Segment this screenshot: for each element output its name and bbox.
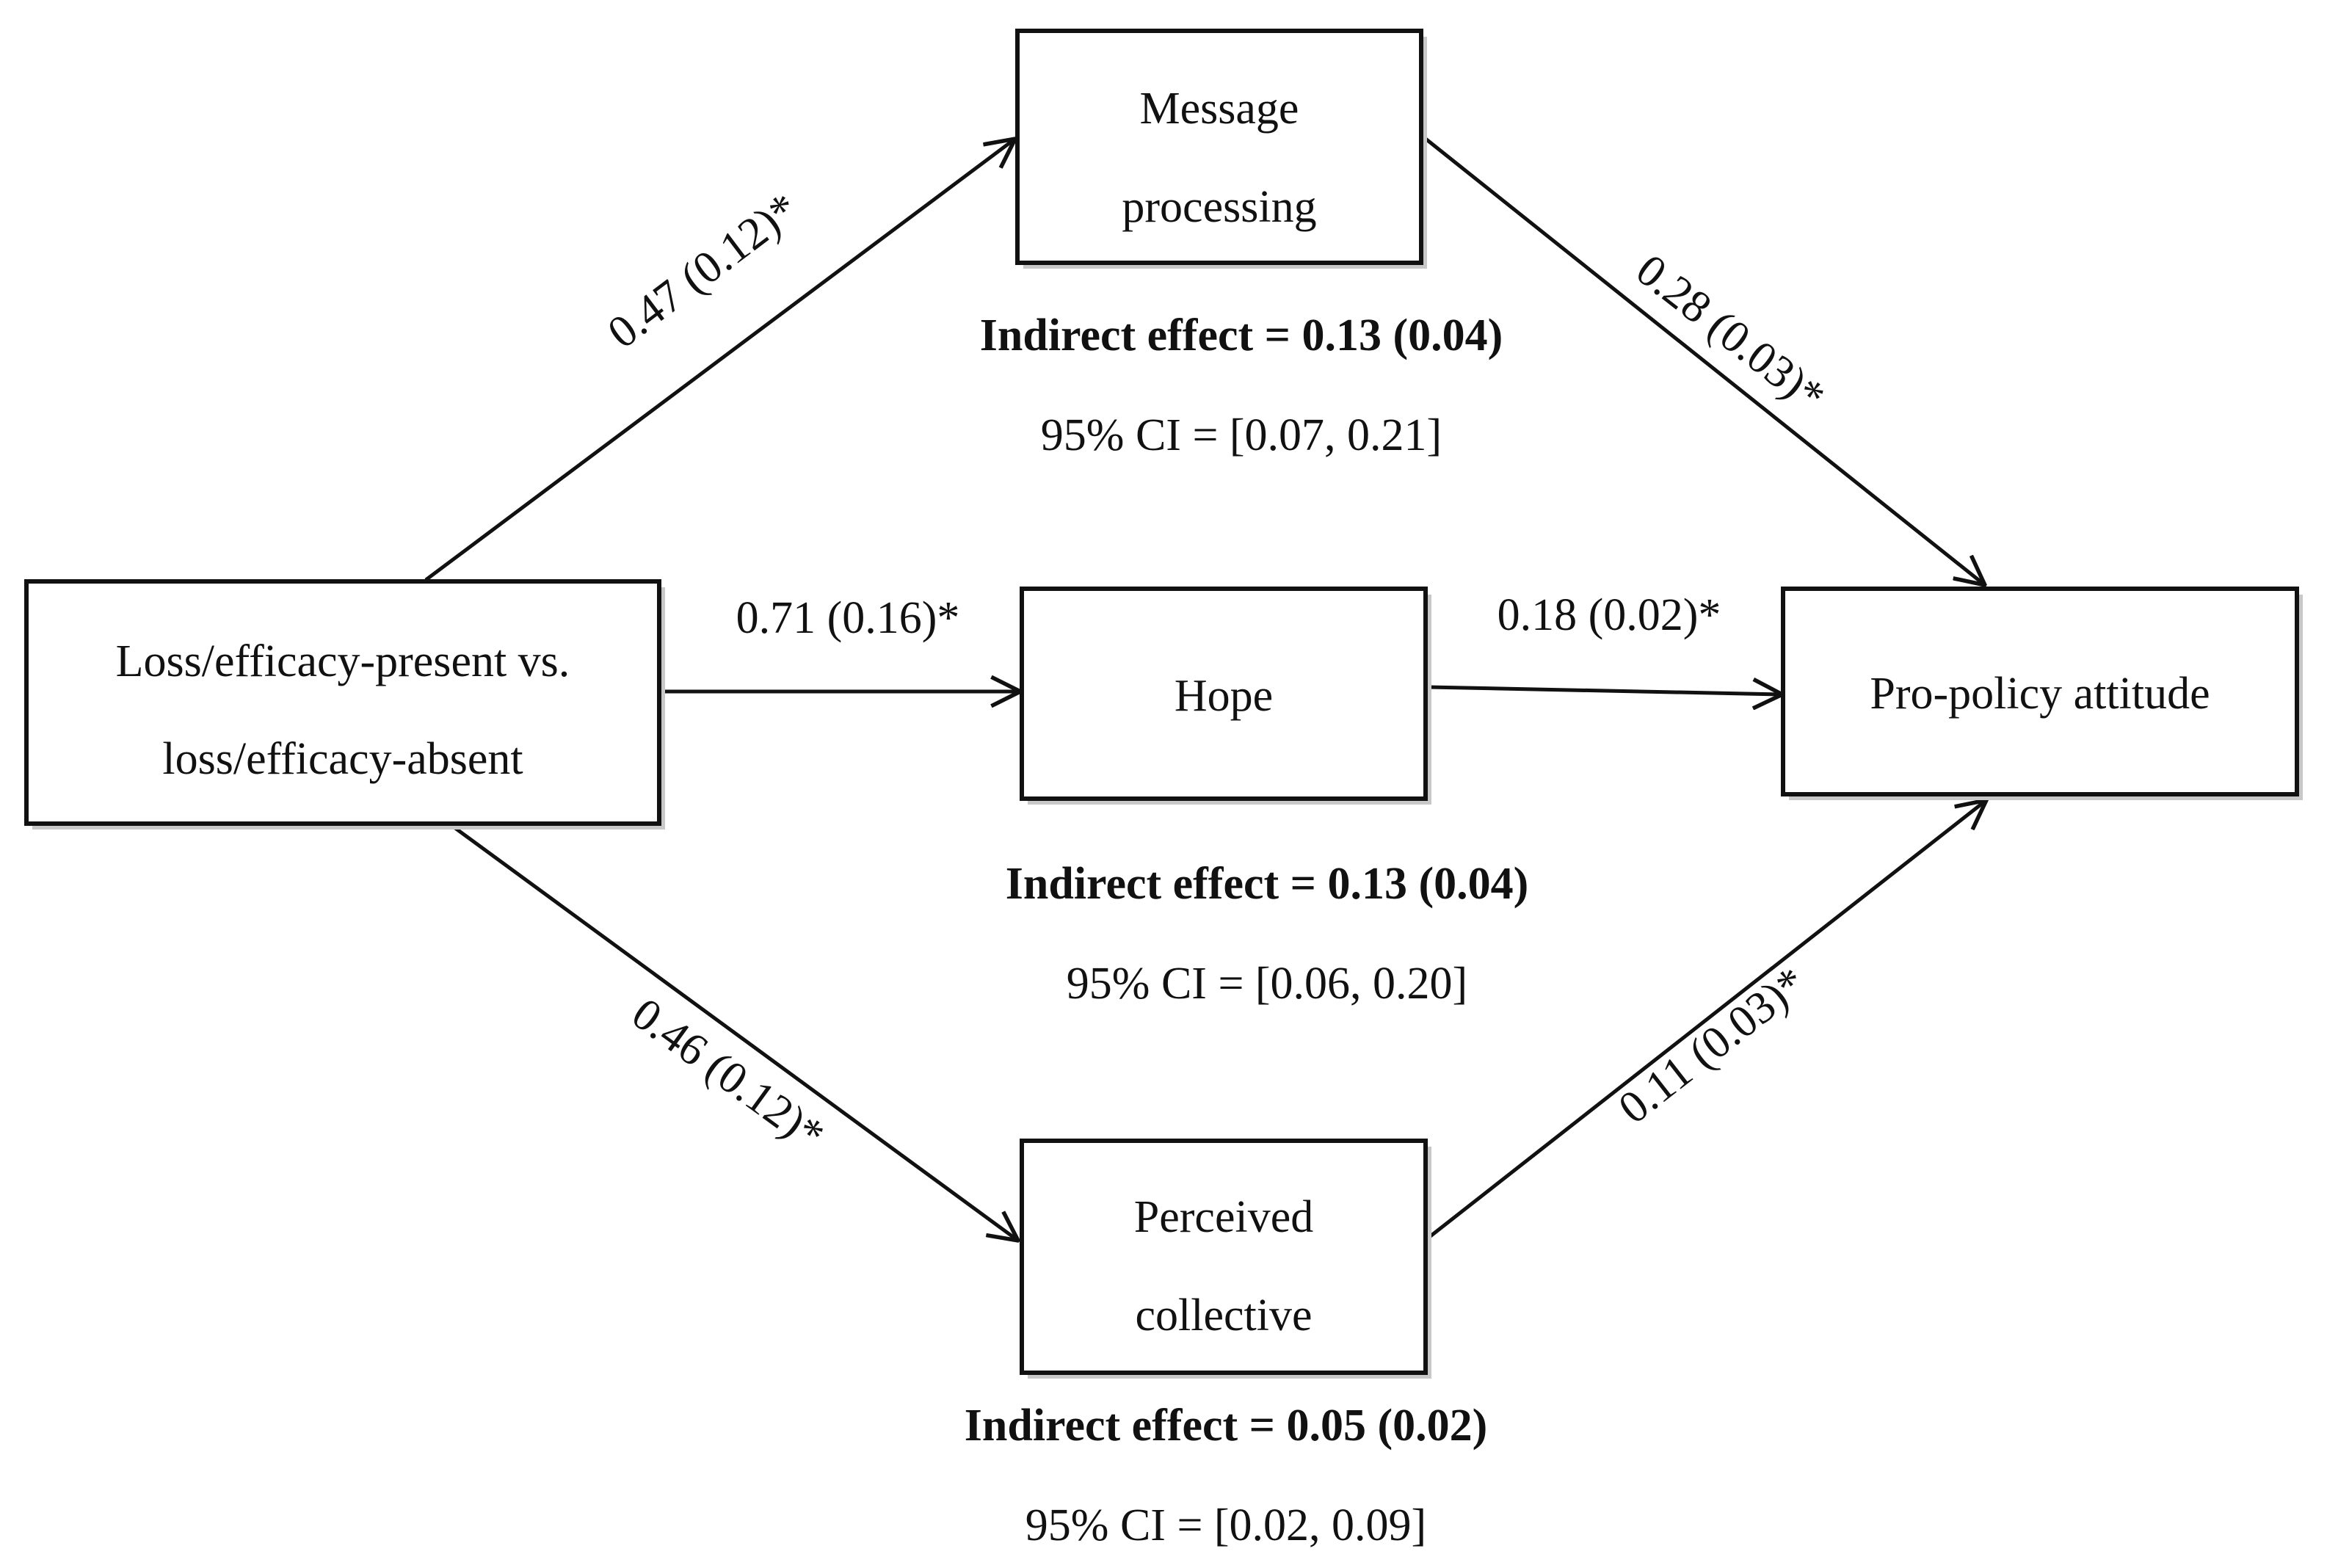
- predictor-label-line-2: loss/efficacy-absent: [162, 734, 523, 784]
- edge-message-processing-to-outcome: [1424, 137, 1985, 585]
- edges: [424, 137, 1986, 1241]
- node-outcome: Pro-policy attitude: [1781, 587, 2303, 800]
- indirect-effect-message-value: Indirect effect = 0.13 (0.04): [980, 311, 1503, 360]
- outcome-box: [1781, 587, 2299, 796]
- message-processing-label-line-2: processing: [1122, 182, 1316, 232]
- predictor-box: [24, 579, 661, 826]
- indirect-effect-collective-ci: 95% CI = [0.02, 0.09]: [1025, 1500, 1426, 1550]
- node-predictor: Loss/efficacy-present vs. loss/efficacy-…: [24, 579, 665, 830]
- outcome-label: Pro-policy attitude: [1870, 669, 2210, 719]
- path-label-b-collective: 0.11 (0.03)*: [1610, 957, 1815, 1133]
- hope-box: [1020, 587, 1428, 801]
- edge-perceived-collective-to-outcome: [1427, 800, 1986, 1239]
- path-label-a-collective: 0.46 (0.12)*: [622, 989, 833, 1161]
- node-hope: Hope: [1020, 587, 1431, 805]
- indirect-effect-message: Indirect effect = 0.13 (0.04) 95% CI = […: [980, 311, 1503, 460]
- perceived-collective-label-line-2: collective: [1136, 1291, 1313, 1340]
- edge-predictor-to-perceived-collective: [454, 826, 1018, 1241]
- node-perceived-collective: Perceived collective: [1020, 1139, 1431, 1379]
- perceived-collective-label-line-1: Perceived: [1134, 1192, 1313, 1242]
- indirect-effect-collective-value: Indirect effect = 0.05 (0.02): [965, 1401, 1488, 1451]
- indirect-effect-hope-ci: 95% CI = [0.06, 0.20]: [1067, 959, 1467, 1009]
- indirect-effect-hope-value: Indirect effect = 0.13 (0.04): [1006, 859, 1529, 909]
- indirect-effect-message-ci: 95% CI = [0.07, 0.21]: [1041, 410, 1442, 460]
- message-processing-box: [1015, 29, 1423, 265]
- message-processing-label-line-1: Message: [1140, 84, 1299, 134]
- predictor-label-line-1: Loss/efficacy-present vs.: [116, 636, 570, 686]
- node-message-processing: Message processing: [1015, 29, 1427, 269]
- edge-predictor-to-message-processing: [424, 139, 1015, 582]
- hope-label: Hope: [1175, 671, 1273, 721]
- path-label-a-message: 0.47 (0.12)*: [599, 184, 807, 358]
- path-label-b-hope: 0.18 (0.02)*: [1498, 590, 1721, 640]
- path-label-a-hope: 0.71 (0.16)*: [736, 593, 960, 643]
- indirect-effect-collective: Indirect effect = 0.05 (0.02) 95% CI = […: [965, 1401, 1488, 1550]
- indirect-effect-hope: Indirect effect = 0.13 (0.04) 95% CI = […: [1006, 859, 1529, 1009]
- perceived-collective-box: [1020, 1139, 1428, 1375]
- path-label-b-message: 0.28 (0.03)*: [1627, 245, 1834, 422]
- edge-hope-to-outcome: [1428, 687, 1782, 694]
